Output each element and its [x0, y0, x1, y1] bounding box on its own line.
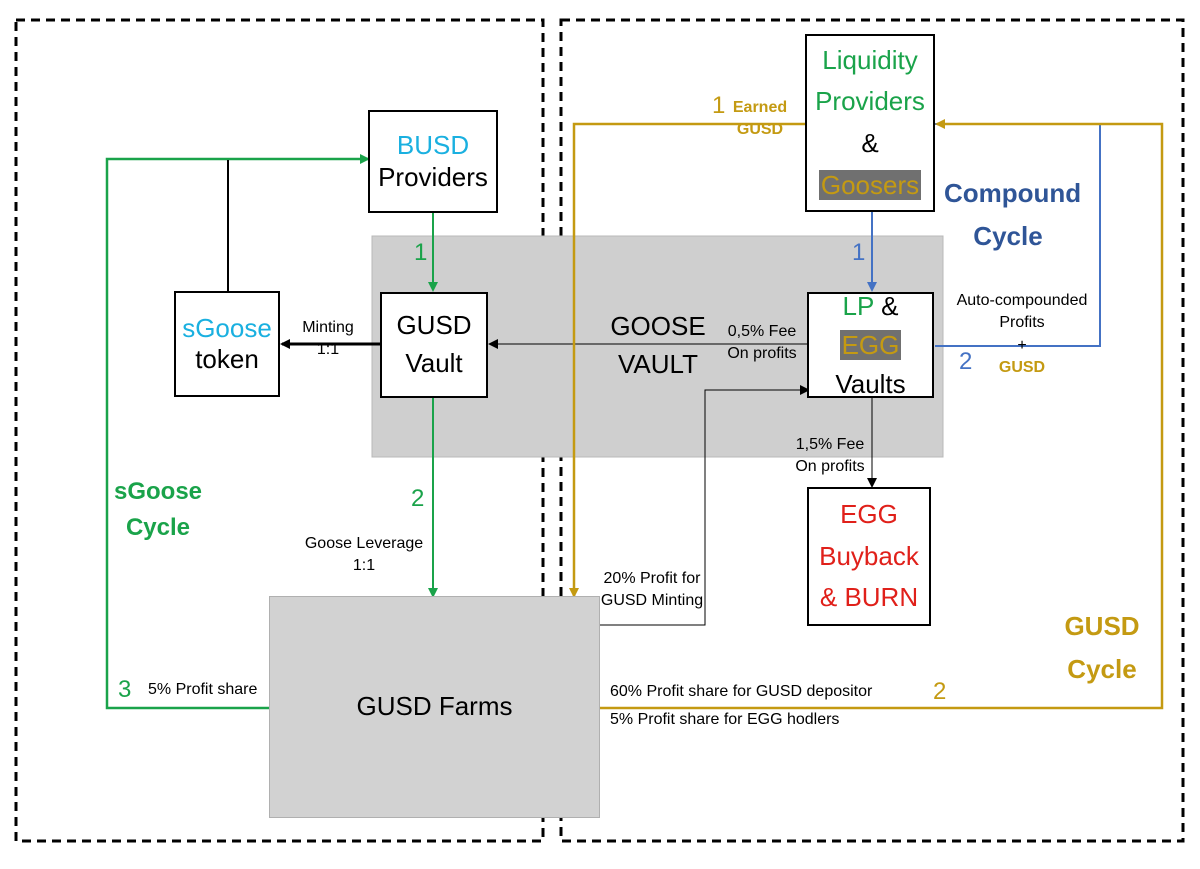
vaults-label: Vaults [835, 368, 906, 399]
gusd-vault-box: GUSD Vault [380, 292, 488, 398]
compound-cycle-line2: Cycle [973, 220, 1043, 251]
busd-providers-box: BUSD Providers [368, 110, 498, 213]
earned-gusd-label: Earned GUSD [730, 97, 790, 142]
sgoose-cycle-connector [105, 154, 370, 710]
lp-egg-vaults-box: LP & EGG Vaults [807, 290, 934, 399]
egg-label: EGG [839, 329, 902, 360]
share5egg-label: 5% Profit share for EGG hodlers [610, 711, 840, 728]
fee-05-line2: On profits [727, 345, 797, 363]
step-lp-1: 1 [852, 239, 866, 266]
compound-cycle-title: Compound Cycle [944, 172, 1082, 258]
fee-05-label: 0,5% Fee On profits [718, 321, 806, 366]
sgoose-label: sGoose [182, 312, 272, 343]
auto-line1: Auto-compounded [956, 292, 1088, 309]
fee-15-label: 1,5% Fee On profits [786, 434, 874, 479]
goose-vault-label: GOOSE VAULT [598, 308, 718, 383]
sgoose-cycle-title: sGoose Cycle [100, 474, 216, 546]
step-compound-2: 2 [959, 348, 973, 375]
gusd-farms-box: GUSD Farms [269, 596, 600, 818]
liquidity-label: Liquidity [822, 44, 918, 75]
providers-label: Providers [815, 86, 925, 117]
minting-line1: Minting [302, 319, 354, 336]
lp-egg-amp: & [881, 290, 899, 321]
gusd-cycle-line2: Cycle [1067, 653, 1137, 684]
gusd-farms-label: GUSD Farms [356, 691, 513, 722]
egg-buyback-line3: & BURN [819, 582, 919, 613]
gusd-cycle-line1: GUSD [1064, 611, 1140, 641]
leverage-label: Goose Leverage 1:1 [304, 533, 424, 578]
gusd-cycle-title: GUSD Cycle [1058, 605, 1146, 691]
profit20-label: 20% Profit for GUSD Minting [600, 568, 704, 613]
step-busd-1: 1 [414, 239, 428, 266]
profit20-line2: GUSD Minting [600, 592, 704, 610]
egg-buyback-line1: EGG [840, 499, 898, 530]
share5-label: 5% Profit share [148, 681, 258, 698]
goose-vault-line2: VAULT [618, 348, 698, 379]
fee-15-line2: On profits [795, 458, 865, 476]
token-label: token [195, 344, 259, 374]
gusd-cycle-connector [600, 119, 1164, 710]
auto-gusd: GUSD [998, 359, 1046, 377]
busd-label: BUSD [396, 130, 470, 161]
profit20-line1: 20% Profit for [603, 570, 701, 587]
busd-providers-label: Providers [378, 161, 488, 192]
sgoose-token-box: sGoose token [174, 291, 280, 397]
lp-label: LP [842, 290, 874, 321]
step-gusd-2: 2 [411, 485, 425, 512]
goosers-label: Goosers [818, 169, 922, 200]
goose-vault-line1: GOOSE [610, 311, 706, 341]
egg-buyback-box: EGG Buyback & BURN [807, 487, 931, 626]
leverage-line1: Goose Leverage [304, 535, 424, 552]
step-gusd-cycle-2: 2 [933, 678, 947, 705]
auto-line3: + [1017, 336, 1027, 354]
earned-line1: Earned [732, 99, 788, 116]
gusd-vault-line2: Vault [405, 348, 463, 378]
earned-gusd-connector [569, 122, 806, 598]
compound-cycle-line1: Compound [944, 178, 1082, 208]
profit20-connector [600, 385, 810, 626]
step-earned-1: 1 [712, 92, 726, 119]
step-sgoose-3: 3 [118, 676, 132, 703]
sgoose-cycle-line2: Cycle [125, 514, 191, 541]
lp-amp-label: & [861, 128, 879, 158]
fee-15-line1: 1,5% Fee [795, 436, 865, 453]
fee-05-line1: 0,5% Fee [727, 323, 797, 340]
auto-compounded-label: Auto-compounded Profits + GUSD [946, 290, 1098, 380]
earned-line2: GUSD [736, 121, 784, 139]
minting-label: Minting 1:1 [290, 317, 366, 362]
egg-buyback-line2: Buyback [819, 540, 919, 571]
leverage-line2: 1:1 [352, 557, 376, 575]
share60-label: 60% Profit share for GUSD depositor [610, 683, 873, 700]
auto-line2: Profits [999, 314, 1045, 332]
minting-line2: 1:1 [316, 341, 340, 359]
lp-providers-box: Liquidity Providers & Goosers [805, 34, 935, 212]
sgoose-cycle-line1: sGoose [113, 478, 203, 505]
gusd-vault-line1: GUSD [396, 310, 472, 341]
